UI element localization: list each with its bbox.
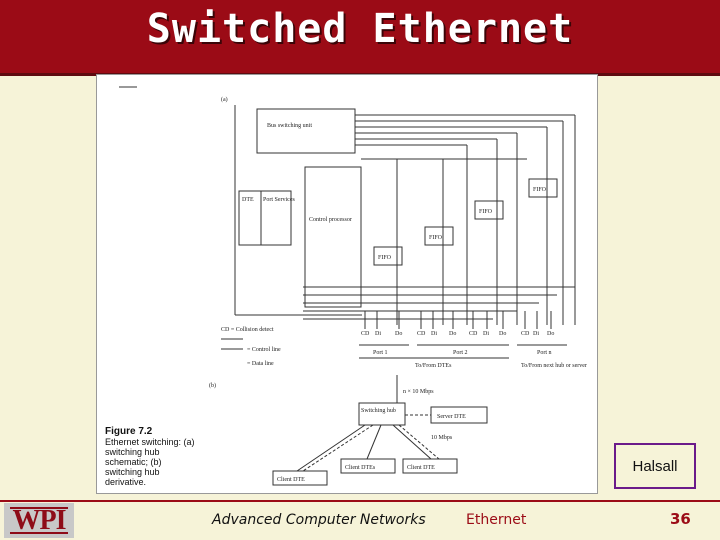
part-a-label: (a) bbox=[221, 96, 228, 103]
port-header-5: Di bbox=[431, 331, 437, 337]
switching-hub-box bbox=[358, 402, 406, 426]
client-dte-label-2: Client DTE bbox=[407, 465, 435, 471]
part-b-label: (b) bbox=[209, 382, 216, 389]
portn-label: Port n bbox=[537, 350, 552, 356]
client-dte-box-1 bbox=[272, 470, 328, 486]
switching-hub-diagram: (a) Bus switching unit DTE Port Services… bbox=[119, 86, 587, 486]
footer-topic: Ethernet bbox=[466, 512, 527, 528]
port-header-12: Do bbox=[547, 331, 554, 337]
port-header-1: CD bbox=[361, 331, 370, 337]
title-bar: Switched Ethernet bbox=[0, 0, 720, 76]
dte-label: DTE bbox=[242, 197, 254, 203]
port-header-4: CD bbox=[417, 331, 426, 337]
fifo-box-4 bbox=[528, 178, 558, 198]
port2-label: Port 2 bbox=[453, 350, 468, 356]
footer-divider bbox=[0, 500, 720, 502]
mbps-n-label: n × 10 Mbps bbox=[403, 389, 434, 395]
fifo-box-1 bbox=[373, 246, 403, 266]
port-header-8: Di bbox=[483, 331, 489, 337]
legend-data: = Data line bbox=[247, 361, 274, 367]
to-from-hub-label: To/From next hub or server bbox=[521, 363, 587, 369]
logo-text: WPI bbox=[12, 504, 67, 536]
wpi-logo: WPI bbox=[4, 503, 74, 538]
switching-hub-label: Switching hub bbox=[361, 408, 396, 414]
fifo-label-4: FIFO bbox=[533, 187, 547, 193]
to-from-dtes-label: To/From DTEs bbox=[415, 363, 452, 369]
fifo-label-2: FIFO bbox=[429, 235, 443, 241]
fifo-label-3: FIFO bbox=[479, 209, 493, 215]
credit-label: Halsall bbox=[632, 457, 678, 475]
client-dtes-label: Client DTEs bbox=[345, 465, 376, 471]
client-dte-box-3 bbox=[402, 458, 458, 474]
switching-unit-label: Bus switching unit bbox=[267, 123, 312, 129]
port-header-2: Di bbox=[375, 331, 381, 337]
mbps-10-label: 10 Mbps bbox=[431, 435, 453, 441]
server-dte-label: Server DTE bbox=[437, 414, 466, 420]
control-processor-label: Control processor bbox=[309, 217, 352, 223]
figure-number: Figure 7.2 bbox=[105, 426, 153, 437]
figure-caption-text: Ethernet switching: (a) switching hub sc… bbox=[105, 437, 195, 487]
port-header-9: Do bbox=[499, 331, 506, 337]
port-header-6: Do bbox=[449, 331, 456, 337]
figure-panel: (a) Bus switching unit DTE Port Services… bbox=[96, 74, 598, 494]
client-dte-label-1: Client DTE bbox=[277, 477, 305, 483]
credit-box: Halsall bbox=[614, 443, 696, 489]
port-header-10: CD bbox=[521, 331, 530, 337]
dte-block bbox=[238, 190, 292, 246]
control-processor-box bbox=[304, 166, 362, 308]
fifo-box-3 bbox=[474, 200, 504, 220]
figure-caption: Figure 7.2 Ethernet switching: (a) switc… bbox=[105, 426, 201, 488]
fifo-box-2 bbox=[424, 226, 454, 246]
port-header-3: Do bbox=[395, 331, 402, 337]
port-services-label: Port Services bbox=[263, 197, 295, 203]
fifo-label-1: FIFO bbox=[378, 255, 392, 261]
port-header-11: Di bbox=[533, 331, 539, 337]
logo-bottom-bar bbox=[10, 532, 68, 534]
client-dte-box-2 bbox=[340, 458, 396, 474]
legend-cd: CD = Collision detect bbox=[221, 327, 274, 333]
footer-course: Advanced Computer Networks bbox=[212, 512, 426, 528]
legend-control: = Control line bbox=[247, 347, 281, 353]
port-header-7: CD bbox=[469, 331, 478, 337]
logo-top-bar bbox=[10, 507, 68, 509]
page-number: 36 bbox=[670, 510, 691, 528]
port1-label: Port 1 bbox=[373, 350, 388, 356]
switching-unit-box bbox=[256, 108, 356, 154]
slide-title: Switched Ethernet bbox=[146, 6, 574, 52]
